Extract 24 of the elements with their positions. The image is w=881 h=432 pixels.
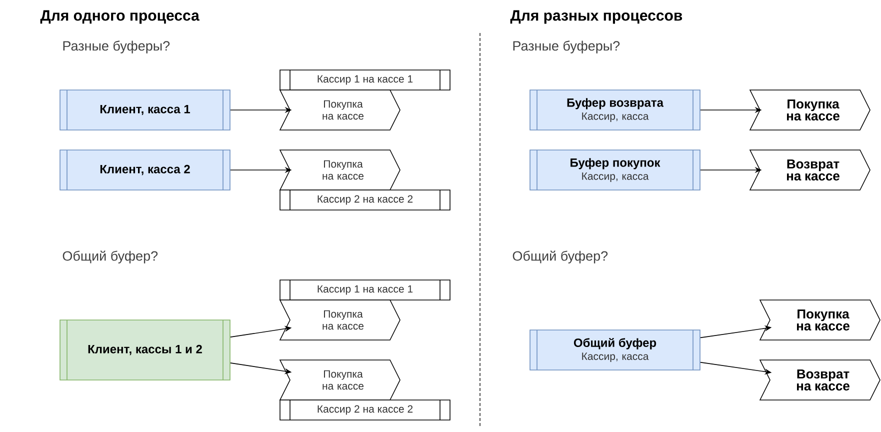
event-block: Возврат на кассе	[749, 150, 870, 190]
role-bar: Кассир 2 на кассе 2	[280, 190, 450, 210]
role-bar: Кассир 1 на кассе 1	[280, 280, 450, 300]
event-block: Покупка на кассе	[279, 360, 400, 400]
role-bar: Кассир 2 на кассе 2	[280, 400, 450, 420]
section-title: Для разных процессов	[510, 10, 682, 24]
event-block: Покупка на кассе	[279, 300, 400, 340]
process-box: Клиент, касса 2	[60, 150, 230, 190]
section-title: Для одного процесса	[40, 10, 200, 24]
question-label: Разные буферы?	[513, 40, 620, 54]
event-block: Возврат на кассе	[759, 360, 880, 400]
role-bar: Кассир 1 на кассе 1	[280, 70, 450, 90]
event-block: Покупка на кассе	[749, 90, 870, 130]
process-box: Общий буфер Кассир, касса	[530, 330, 700, 370]
event-block: Покупка на кассе	[759, 300, 880, 340]
process-box: Клиент, кассы 1 и 2	[60, 320, 230, 380]
question-label: Общий буфер?	[62, 250, 158, 264]
process-box: Буфер покупок Кассир, касса	[530, 150, 700, 190]
process-box: Клиент, касса 1	[60, 90, 230, 130]
question-label: Разные буферы?	[63, 40, 170, 54]
event-block: Покупка на кассе	[279, 90, 400, 130]
event-block: Покупка на кассе	[279, 150, 400, 190]
question-label: Общий буфер?	[512, 250, 608, 264]
process-box: Буфер возврата Кассир, касса	[530, 90, 700, 130]
